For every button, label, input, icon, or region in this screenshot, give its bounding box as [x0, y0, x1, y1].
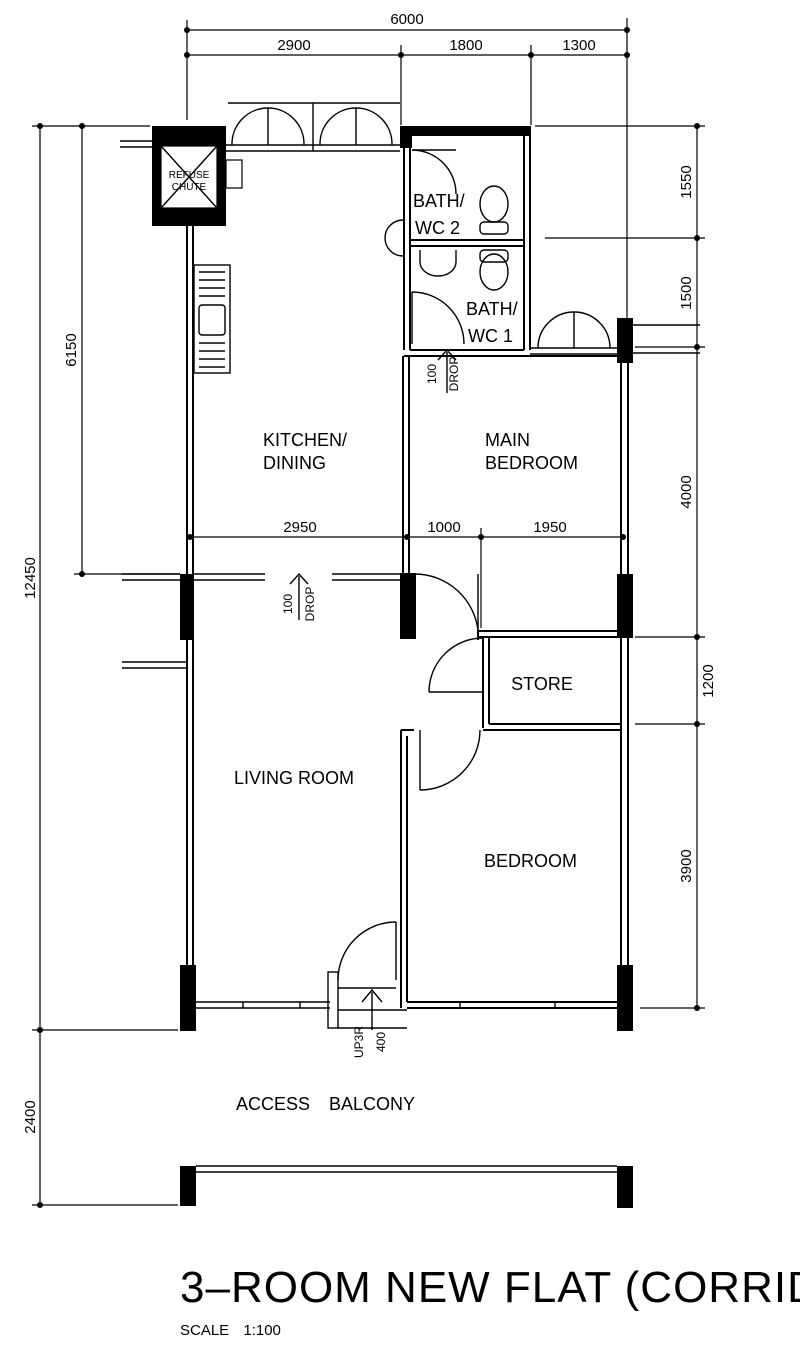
outer-walls	[122, 226, 633, 1031]
left-dimensions: 6150 12450 2400	[22, 123, 180, 1208]
dim-right-4: 1200	[700, 664, 717, 697]
store-label: STORE	[511, 674, 573, 694]
main-bedroom-label-2: BEDROOM	[485, 453, 578, 473]
balcony-parapet	[180, 1165, 633, 1208]
bathrooms: BATH/ WC 2 BATH/ WC 1	[384, 136, 621, 357]
up-value: 400	[374, 1032, 388, 1052]
access-balcony-label: ACCESS BALCONY	[236, 1094, 415, 1114]
bath-window	[530, 311, 700, 355]
dim-left-upper: 6150	[63, 333, 80, 366]
dim-mid-right: 1950	[533, 519, 566, 536]
drop-a-value: 100	[425, 364, 439, 384]
dim-left-balcony: 2400	[22, 1100, 39, 1133]
refuse-label-2: CHUTE	[172, 182, 207, 193]
level-annotations: 100 DROP 100 DROP UP3R 400	[281, 348, 461, 1058]
bath2-label-1: BATH/	[413, 191, 465, 211]
kitchen-label-2: DINING	[263, 453, 326, 473]
up-label: UP3R	[352, 1026, 366, 1058]
main-bedroom-label-1: MAIN	[485, 430, 530, 450]
refuse-chute: REFUSE CHUTE	[152, 126, 243, 226]
drop-b-value: 100	[281, 594, 295, 614]
drop-b-label: DROP	[303, 587, 317, 622]
dim-top-mid: 1800	[449, 37, 482, 54]
refuse-label-1: REFUSE	[169, 170, 210, 181]
dim-mid-left: 2950	[283, 519, 316, 536]
dim-top-right: 1300	[562, 37, 595, 54]
dim-right-5: 3900	[678, 849, 695, 882]
top-wall	[120, 102, 531, 152]
top-dimensions: 6000 2900 1800 1300	[184, 11, 630, 320]
dim-left-total: 12450	[22, 557, 39, 599]
kitchen-sink	[193, 264, 231, 374]
dim-right-2: 1500	[678, 276, 695, 309]
bedroom-label: BEDROOM	[484, 851, 577, 871]
dim-right-1: 1550	[678, 165, 695, 198]
kitchen-label-1: KITCHEN/	[263, 430, 347, 450]
plan-title: 3–ROOM NEW FLAT (CORRIDOR)	[180, 1263, 800, 1312]
front-wall	[196, 921, 556, 1030]
plan-scale: SCALE 1:100	[180, 1322, 281, 1339]
bath2-label-2: WC 2	[415, 218, 460, 238]
room-labels: KITCHEN/ DINING MAIN BEDROOM STORE LIVIN…	[234, 430, 578, 1114]
dim-right-3: 4000	[678, 475, 695, 508]
dim-mid-mid: 1000	[427, 519, 460, 536]
drop-a-label: DROP	[447, 357, 461, 392]
middle-dimensions: 2950 1000 1950	[187, 519, 626, 628]
internal-walls	[194, 356, 621, 1009]
living-room-label: LIVING ROOM	[234, 768, 354, 788]
dim-top-total: 6000	[390, 11, 423, 28]
bath1-label-2: WC 1	[468, 326, 513, 346]
bath1-label-1: BATH/	[466, 299, 518, 319]
dim-top-left: 2900	[277, 37, 310, 54]
right-dimensions: 1550 1500 4000 1200 3900	[535, 123, 717, 1011]
